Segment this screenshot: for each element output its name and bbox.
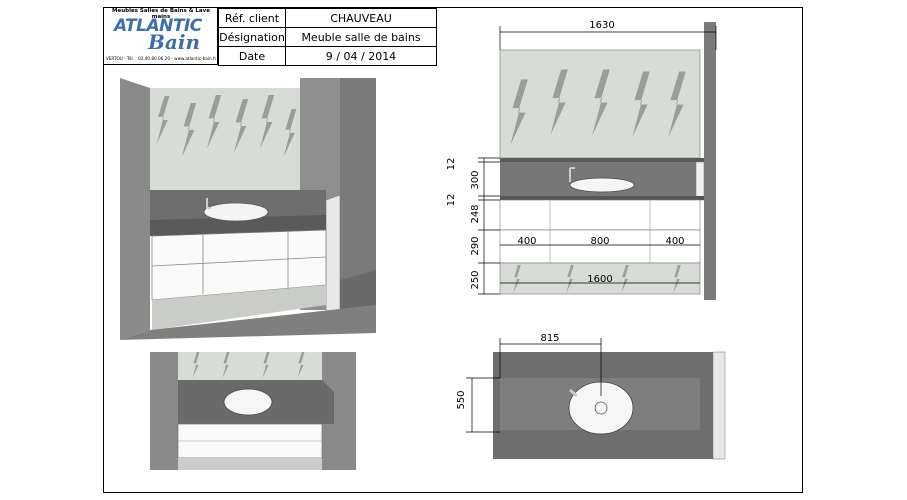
perspective-view bbox=[120, 78, 376, 340]
basin-top-3d bbox=[223, 388, 273, 416]
date-value: 9 / 04 / 2014 bbox=[285, 46, 437, 66]
logo-tagline: Meubles Salles de Bains & Lave mains bbox=[112, 8, 210, 20]
right-wall-2 bbox=[322, 352, 356, 470]
title-block: Réf. client CHAUVEAU Désignation Meuble … bbox=[218, 8, 437, 66]
title-row-designation: Désignation Meuble salle de bains bbox=[218, 27, 437, 47]
left-wall-2 bbox=[150, 352, 178, 470]
date-label: Date bbox=[218, 46, 286, 66]
dim-depth: 550 bbox=[456, 390, 467, 409]
dim-height-5: 250 bbox=[470, 270, 481, 289]
faucet-front bbox=[569, 167, 575, 182]
dim-height-1: 300 bbox=[470, 170, 481, 189]
pillar-front bbox=[695, 161, 705, 201]
faucet-3d bbox=[206, 198, 211, 209]
dim-drawer-middle: 800 bbox=[590, 236, 609, 247]
drawer-row-248 bbox=[499, 199, 701, 231]
dim-overall-width: 1630 bbox=[589, 20, 614, 31]
drain-icon bbox=[594, 401, 608, 415]
plinth-tile bbox=[152, 285, 326, 330]
dim-height-4: 290 bbox=[470, 236, 481, 255]
faucet-top bbox=[569, 388, 578, 398]
plinth-250 bbox=[499, 262, 701, 295]
tile-backsplash-2 bbox=[178, 352, 322, 380]
top-shelf-12 bbox=[500, 158, 704, 162]
pillar-edge bbox=[325, 194, 341, 316]
floor bbox=[120, 305, 376, 340]
drawing-frame bbox=[103, 7, 803, 493]
basin-front bbox=[569, 177, 635, 193]
logo-brand-line1: ATLANTIC bbox=[114, 16, 202, 36]
logo-brand-line2: Bain bbox=[148, 30, 201, 54]
dim-drawer-left: 400 bbox=[517, 236, 536, 247]
side-wall-top bbox=[712, 351, 726, 460]
left-wall bbox=[120, 78, 150, 340]
dim-drawer-right: 400 bbox=[665, 236, 684, 247]
perspective-top-view bbox=[150, 352, 356, 470]
company-logo: Meubles Salles de Bains & Lave mains ATL… bbox=[104, 8, 218, 65]
dim-bottom-width: 1600 bbox=[587, 274, 612, 285]
dim-basin-offset: 815 bbox=[540, 333, 559, 344]
logo-contact: VERTOU - Tél. : 02.40.80.06.20 - www.atl… bbox=[105, 56, 217, 61]
right-wall bbox=[340, 78, 376, 333]
countertop bbox=[150, 215, 326, 236]
designation-value: Meuble salle de bains bbox=[285, 27, 437, 47]
dim-height-3: 248 bbox=[470, 204, 481, 223]
side-wall bbox=[704, 22, 716, 300]
countertop-12 bbox=[500, 196, 704, 200]
dim-height-2: 12 bbox=[446, 194, 457, 207]
plinth-2 bbox=[178, 458, 322, 470]
drawer-row-290 bbox=[499, 229, 701, 264]
tile-backsplash bbox=[150, 88, 300, 190]
dimension-lines-top bbox=[466, 338, 602, 433]
tile-wall bbox=[499, 49, 701, 159]
basin-3d bbox=[203, 202, 269, 222]
top-view: 815 550 bbox=[456, 333, 726, 460]
title-row-date: Date 9 / 04 / 2014 bbox=[218, 46, 437, 66]
dim-height-0: 12 bbox=[446, 158, 457, 171]
cabinet-drawer-line bbox=[151, 256, 327, 267]
front-elevation: 1630 12 300 12 248 290 250 400 800 400 1… bbox=[446, 20, 717, 300]
dimension-lines-front bbox=[478, 26, 717, 295]
